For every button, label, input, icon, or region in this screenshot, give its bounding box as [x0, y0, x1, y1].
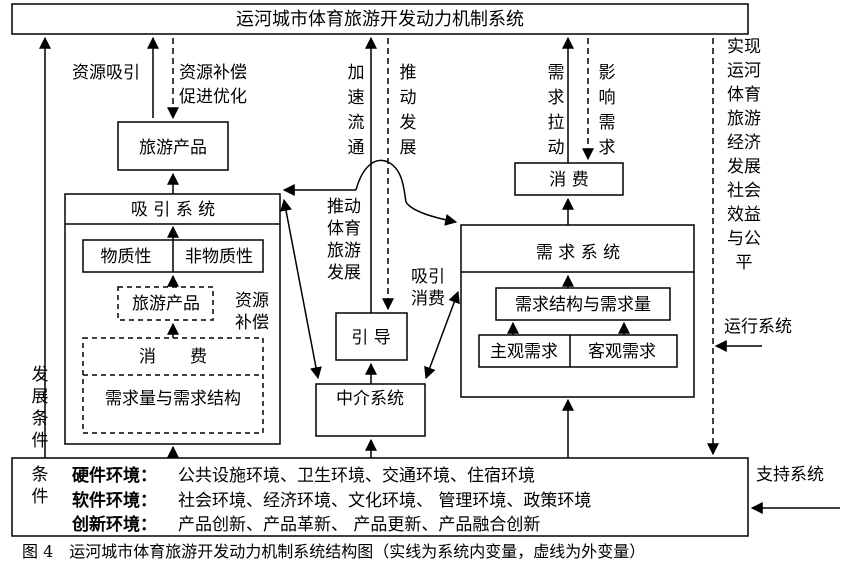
attract-consume-label-1: 消费: [411, 289, 445, 309]
realize-label-9: 平: [736, 253, 753, 273]
realize-label-7: 效益: [727, 205, 761, 225]
environment-lines: 硬件环境： 公共设施环境、卫生环境、交通环境、住宿环境 软件环境： 社会环境、经…: [71, 465, 591, 535]
influence-demand-label-1: 响: [599, 88, 616, 108]
promote-label-0: 推: [400, 63, 417, 83]
realize-label-6: 社会: [727, 181, 761, 201]
realize-label-5: 发展: [727, 157, 761, 177]
title-box: [11, 3, 749, 35]
demand-pull-label-1: 求: [548, 88, 565, 108]
realize-label-0: 实现: [727, 37, 761, 57]
demand-structure-box-right: [495, 287, 671, 321]
accelerate-label-0: 加: [348, 63, 365, 83]
consumption-inner-label: 消 费: [139, 347, 207, 367]
resource-comp-inner-label-0: 资源: [235, 291, 269, 311]
attract-consume-label-0: 吸引: [411, 267, 445, 287]
operation-system-label: 运行系统: [724, 317, 792, 337]
objective-demand-label: 客观需求: [588, 342, 656, 362]
accelerate-label-3: 通: [348, 138, 365, 158]
promote-label-1: 动: [400, 88, 417, 108]
support-system-label: 支持系统: [756, 465, 824, 485]
system-title: 运河城市体育旅游开发动力机制系统: [236, 9, 524, 30]
demand-pull-label-0: 需: [548, 63, 565, 83]
resource-comp-label-2: 促进优化: [179, 87, 247, 107]
promote-label-2: 发: [400, 113, 417, 133]
demand-structure-inner-label: 需求量与需求结构: [105, 389, 241, 409]
demand-pull-label-2: 拉: [548, 113, 565, 133]
realize-label-2: 体育: [727, 85, 761, 105]
innovation-env-text: 产品创新、产品革新、 产品更新、产品融合创新: [178, 515, 540, 535]
realize-label-1: 运河: [727, 61, 761, 81]
condition-label-low-1: 件: [32, 487, 49, 507]
consumption-right-label: 消 费: [549, 170, 588, 190]
tourism-product-inner-label: 旅游产品: [132, 294, 200, 314]
resource-comp-inner-label-1: 补偿: [235, 313, 269, 333]
nonmaterial-label: 非物质性: [185, 247, 253, 267]
condition-label-low-0: 条: [32, 465, 49, 485]
hardware-env-head: 硬件环境：: [72, 465, 157, 486]
subjective-demand-label: 主观需求: [490, 342, 558, 362]
demand-pull-label-3: 动: [548, 138, 565, 158]
hardware-env-text: 公共设施环境、卫生环境、交通环境、住宿环境: [178, 466, 535, 486]
promote-development-label-1: 体育: [327, 219, 361, 239]
development-condition-label-3: 件: [32, 431, 49, 451]
resource-comp-label-1: 资源补偿: [179, 63, 247, 83]
demand-structure-right-label: 需求结构与需求量: [515, 295, 651, 315]
demand-system-box: [460, 224, 695, 398]
promote-development-label-3: 发展: [327, 263, 361, 283]
tourism-product-inner-box: [117, 286, 214, 321]
accelerate-label-2: 流: [348, 113, 365, 133]
promote-label-3: 展: [400, 138, 417, 158]
development-condition-label-1: 展: [32, 387, 49, 407]
promote-development-label-0: 推动: [327, 197, 361, 217]
software-env-head: 软件环境：: [72, 490, 157, 511]
material-label: 物质性: [101, 247, 152, 267]
development-condition-label-0: 发: [32, 365, 49, 385]
development-condition-label-2: 条: [32, 409, 49, 429]
influence-demand-label-2: 需: [599, 113, 616, 133]
intermediary-label: 中介系统: [336, 389, 404, 409]
environment-box: [11, 457, 749, 537]
demand-system-label: 需 求 系 统: [536, 243, 620, 263]
influence-demand-label-3: 求: [599, 138, 616, 158]
resource-attract-label: 资源吸引: [72, 63, 140, 83]
guide-label: 引 导: [351, 328, 390, 348]
vertical-labels: 加速流通推动发展需求拉动影响需求实现运河体育旅游经济发展社会效益与公平推动体育旅…: [32, 37, 762, 507]
software-env-text: 社会环境、经济环境、文化环境、 管理环境、政策环境: [178, 491, 591, 511]
figure-caption: 图 4 运河城市体育旅游开发动力机制系统结构图（实线为系统内变量，虚线为外变量）: [22, 542, 645, 561]
promote-development-label-2: 旅游: [327, 241, 361, 261]
innovation-env-head: 创新环境：: [71, 514, 157, 535]
subjective-objective-box: [478, 334, 678, 368]
attraction-system-label: 吸 引 系 统: [131, 200, 215, 220]
tourism-product-label: 旅游产品: [139, 138, 207, 158]
realize-label-4: 经济: [727, 133, 761, 153]
realize-label-3: 旅游: [727, 109, 761, 129]
tourism-product-box: [117, 121, 229, 171]
consumption-box-right: [514, 162, 624, 196]
realize-label-8: 与公: [727, 229, 761, 249]
influence-demand-label-0: 影: [599, 63, 616, 83]
accelerate-label-1: 速: [348, 88, 365, 108]
